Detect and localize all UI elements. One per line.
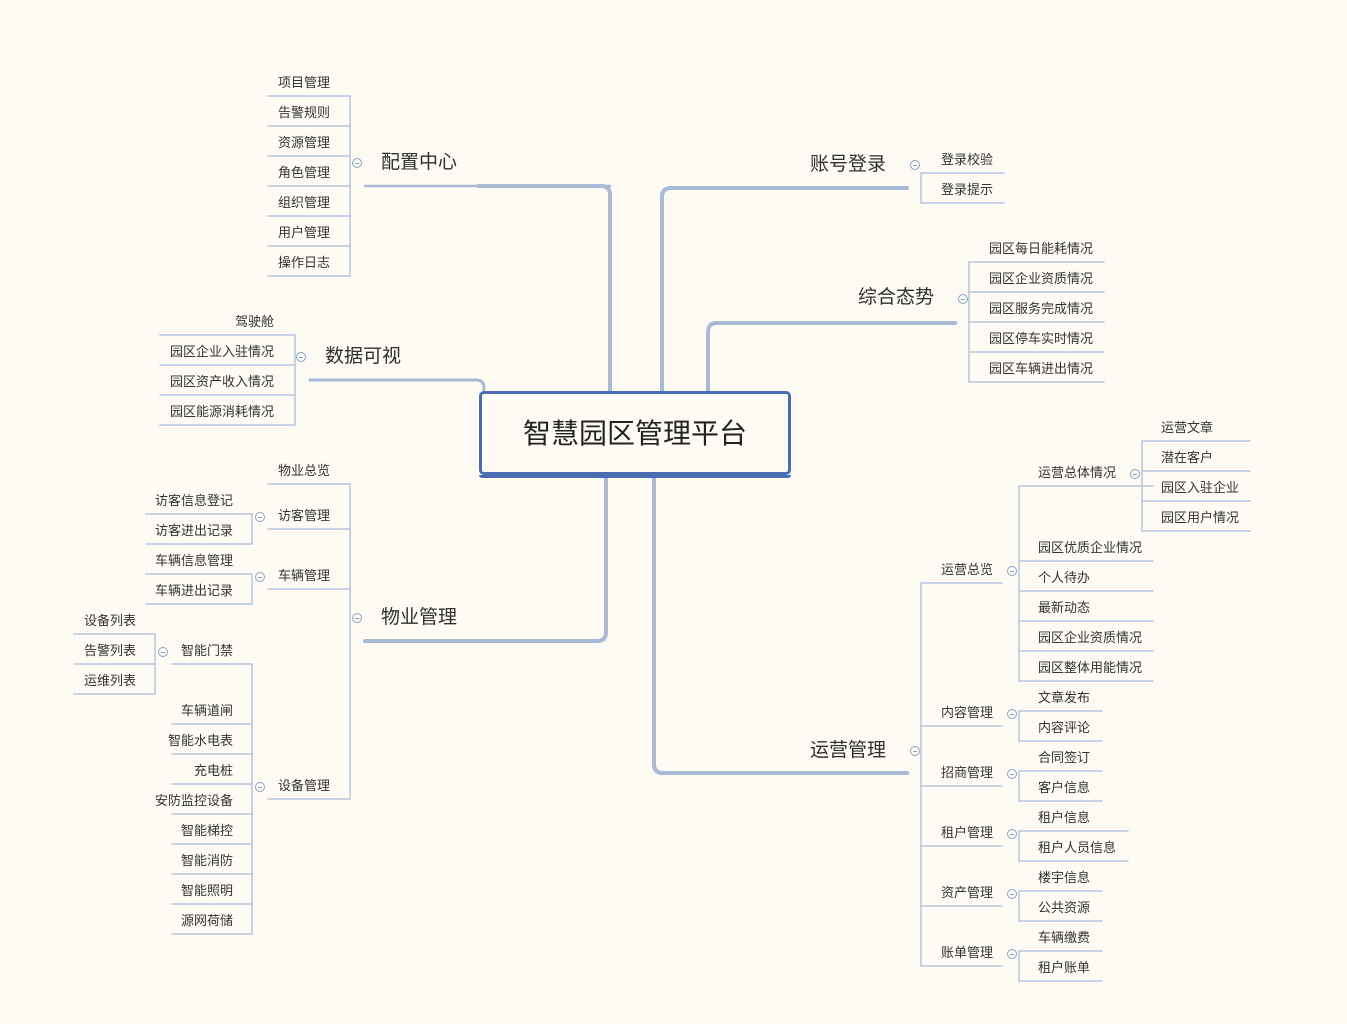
collapse-icon[interactable] <box>910 746 920 756</box>
overview-item[interactable]: 园区优质企业情况 <box>1038 541 1143 556</box>
collapse-icon[interactable] <box>910 160 920 170</box>
total-item[interactable]: 运营文章 <box>1161 421 1214 436</box>
bill-item[interactable]: 车辆缴费 <box>1038 931 1091 946</box>
overview-item[interactable]: 个人待办 <box>1038 571 1091 586</box>
config-item[interactable]: 资源管理 <box>278 136 331 151</box>
collapse-icon[interactable] <box>1007 949 1017 959</box>
root-title: 智慧园区管理平台 <box>522 417 747 450</box>
device-item[interactable]: 智能照明 <box>181 884 234 899</box>
device-item[interactable]: 智能消防 <box>181 854 234 869</box>
property-item[interactable]: 物业总览 <box>278 464 331 479</box>
dataviz-item[interactable]: 驾驶舱 <box>235 315 275 330</box>
dataviz-item[interactable]: 园区资产收入情况 <box>170 375 275 390</box>
operation-sub[interactable]: 资产管理 <box>941 886 994 901</box>
overview-item[interactable]: 园区整体用能情况 <box>1038 661 1143 676</box>
situation-item[interactable]: 园区每日能耗情况 <box>989 242 1094 257</box>
asset-item[interactable]: 楼宇信息 <box>1038 871 1091 886</box>
root-node[interactable]: 智慧园区管理平台 <box>479 391 791 478</box>
branch-property-title[interactable]: 物业管理 <box>381 606 458 628</box>
overview-item[interactable]: 运营总体情况 <box>1038 466 1117 481</box>
overview-item[interactable]: 园区企业资质情况 <box>1038 631 1143 646</box>
connector-line <box>660 186 909 394</box>
connector-line <box>476 184 612 394</box>
collapse-icon[interactable] <box>255 512 265 522</box>
visitor-item[interactable]: 访客信息登记 <box>155 494 234 509</box>
gate-item[interactable]: 设备列表 <box>84 614 137 629</box>
property-item[interactable]: 车辆管理 <box>278 569 331 584</box>
collapse-icon[interactable] <box>352 158 362 168</box>
device-item[interactable]: 车辆道闸 <box>181 704 234 719</box>
branch-config-title[interactable]: 配置中心 <box>381 151 458 173</box>
invest-item[interactable]: 客户信息 <box>1038 781 1091 796</box>
asset-item[interactable]: 公共资源 <box>1038 901 1091 916</box>
tenant-item[interactable]: 租户信息 <box>1038 811 1091 826</box>
operation-sub[interactable]: 租户管理 <box>941 826 994 841</box>
content-item[interactable]: 文章发布 <box>1038 691 1091 706</box>
operation-sub[interactable]: 账单管理 <box>941 946 994 961</box>
situation-item[interactable]: 园区车辆进出情况 <box>989 362 1094 377</box>
collapse-icon[interactable] <box>296 352 306 362</box>
collapse-icon[interactable] <box>1130 469 1140 479</box>
config-item[interactable]: 告警规则 <box>278 106 331 121</box>
invest-item[interactable]: 合同签订 <box>1038 751 1091 766</box>
config-item[interactable]: 组织管理 <box>278 196 331 211</box>
dataviz-item[interactable]: 园区企业入驻情况 <box>170 345 275 360</box>
device-item[interactable]: 安防监控设备 <box>155 794 234 809</box>
total-item[interactable]: 园区用户情况 <box>1161 511 1240 526</box>
tenant-item[interactable]: 租户人员信息 <box>1038 841 1117 856</box>
device-item[interactable]: 智能水电表 <box>168 734 234 749</box>
device-item[interactable]: 源网荷储 <box>181 914 234 929</box>
gate-item[interactable]: 告警列表 <box>84 644 137 659</box>
collapse-icon[interactable] <box>1007 889 1017 899</box>
config-item[interactable]: 用户管理 <box>278 226 331 241</box>
situation-item[interactable]: 园区服务完成情况 <box>989 302 1094 317</box>
collapse-icon[interactable] <box>1007 829 1017 839</box>
connector-line <box>308 378 486 394</box>
branch-situation-title[interactable]: 综合态势 <box>858 286 935 308</box>
config-item[interactable]: 项目管理 <box>278 76 331 91</box>
collapse-icon[interactable] <box>352 613 362 623</box>
situation-item[interactable]: 园区停车实时情况 <box>989 332 1094 347</box>
vehicle-item[interactable]: 车辆进出记录 <box>155 584 234 599</box>
visitor-item[interactable]: 访客进出记录 <box>155 524 234 539</box>
operation-sub[interactable]: 招商管理 <box>941 766 994 781</box>
content-item[interactable]: 内容评论 <box>1038 721 1091 736</box>
collapse-icon[interactable] <box>1007 566 1017 576</box>
vehicle-item[interactable]: 车辆信息管理 <box>155 554 234 569</box>
bill-item[interactable]: 租户账单 <box>1038 961 1091 976</box>
config-item[interactable]: 角色管理 <box>278 166 331 181</box>
collapse-icon[interactable] <box>1007 769 1017 779</box>
config-item[interactable]: 操作日志 <box>278 256 331 271</box>
overview-item[interactable]: 最新动态 <box>1038 601 1091 616</box>
collapse-icon[interactable] <box>1007 709 1017 719</box>
connector-line <box>652 474 909 775</box>
property-item[interactable]: 设备管理 <box>278 779 331 794</box>
situation-item[interactable]: 园区企业资质情况 <box>989 272 1094 287</box>
total-item[interactable]: 园区入驻企业 <box>1161 481 1240 496</box>
collapse-icon[interactable] <box>158 647 168 657</box>
gate-item[interactable]: 运维列表 <box>84 674 137 689</box>
device-item[interactable]: 智能梯控 <box>181 824 234 839</box>
branch-operation-title[interactable]: 运营管理 <box>810 739 887 761</box>
device-item[interactable]: 充电桩 <box>194 764 234 779</box>
branch-login-title[interactable]: 账号登录 <box>810 153 887 175</box>
operation-sub[interactable]: 运营总览 <box>941 563 994 578</box>
property-item[interactable]: 访客管理 <box>278 509 331 524</box>
dataviz-item[interactable]: 园区能源消耗情况 <box>170 405 275 420</box>
branch-dataviz-title[interactable]: 数据可视 <box>325 345 402 367</box>
total-item[interactable]: 潜在客户 <box>1161 451 1214 466</box>
collapse-icon[interactable] <box>958 294 968 304</box>
connector-line <box>706 321 957 394</box>
collapse-icon[interactable] <box>255 572 265 582</box>
login-item[interactable]: 登录校验 <box>941 153 994 168</box>
collapse-icon[interactable] <box>255 782 265 792</box>
device-item[interactable]: 智能门禁 <box>181 644 234 659</box>
login-item[interactable]: 登录提示 <box>941 183 994 198</box>
operation-sub[interactable]: 内容管理 <box>941 706 994 721</box>
connector-line <box>363 474 608 643</box>
